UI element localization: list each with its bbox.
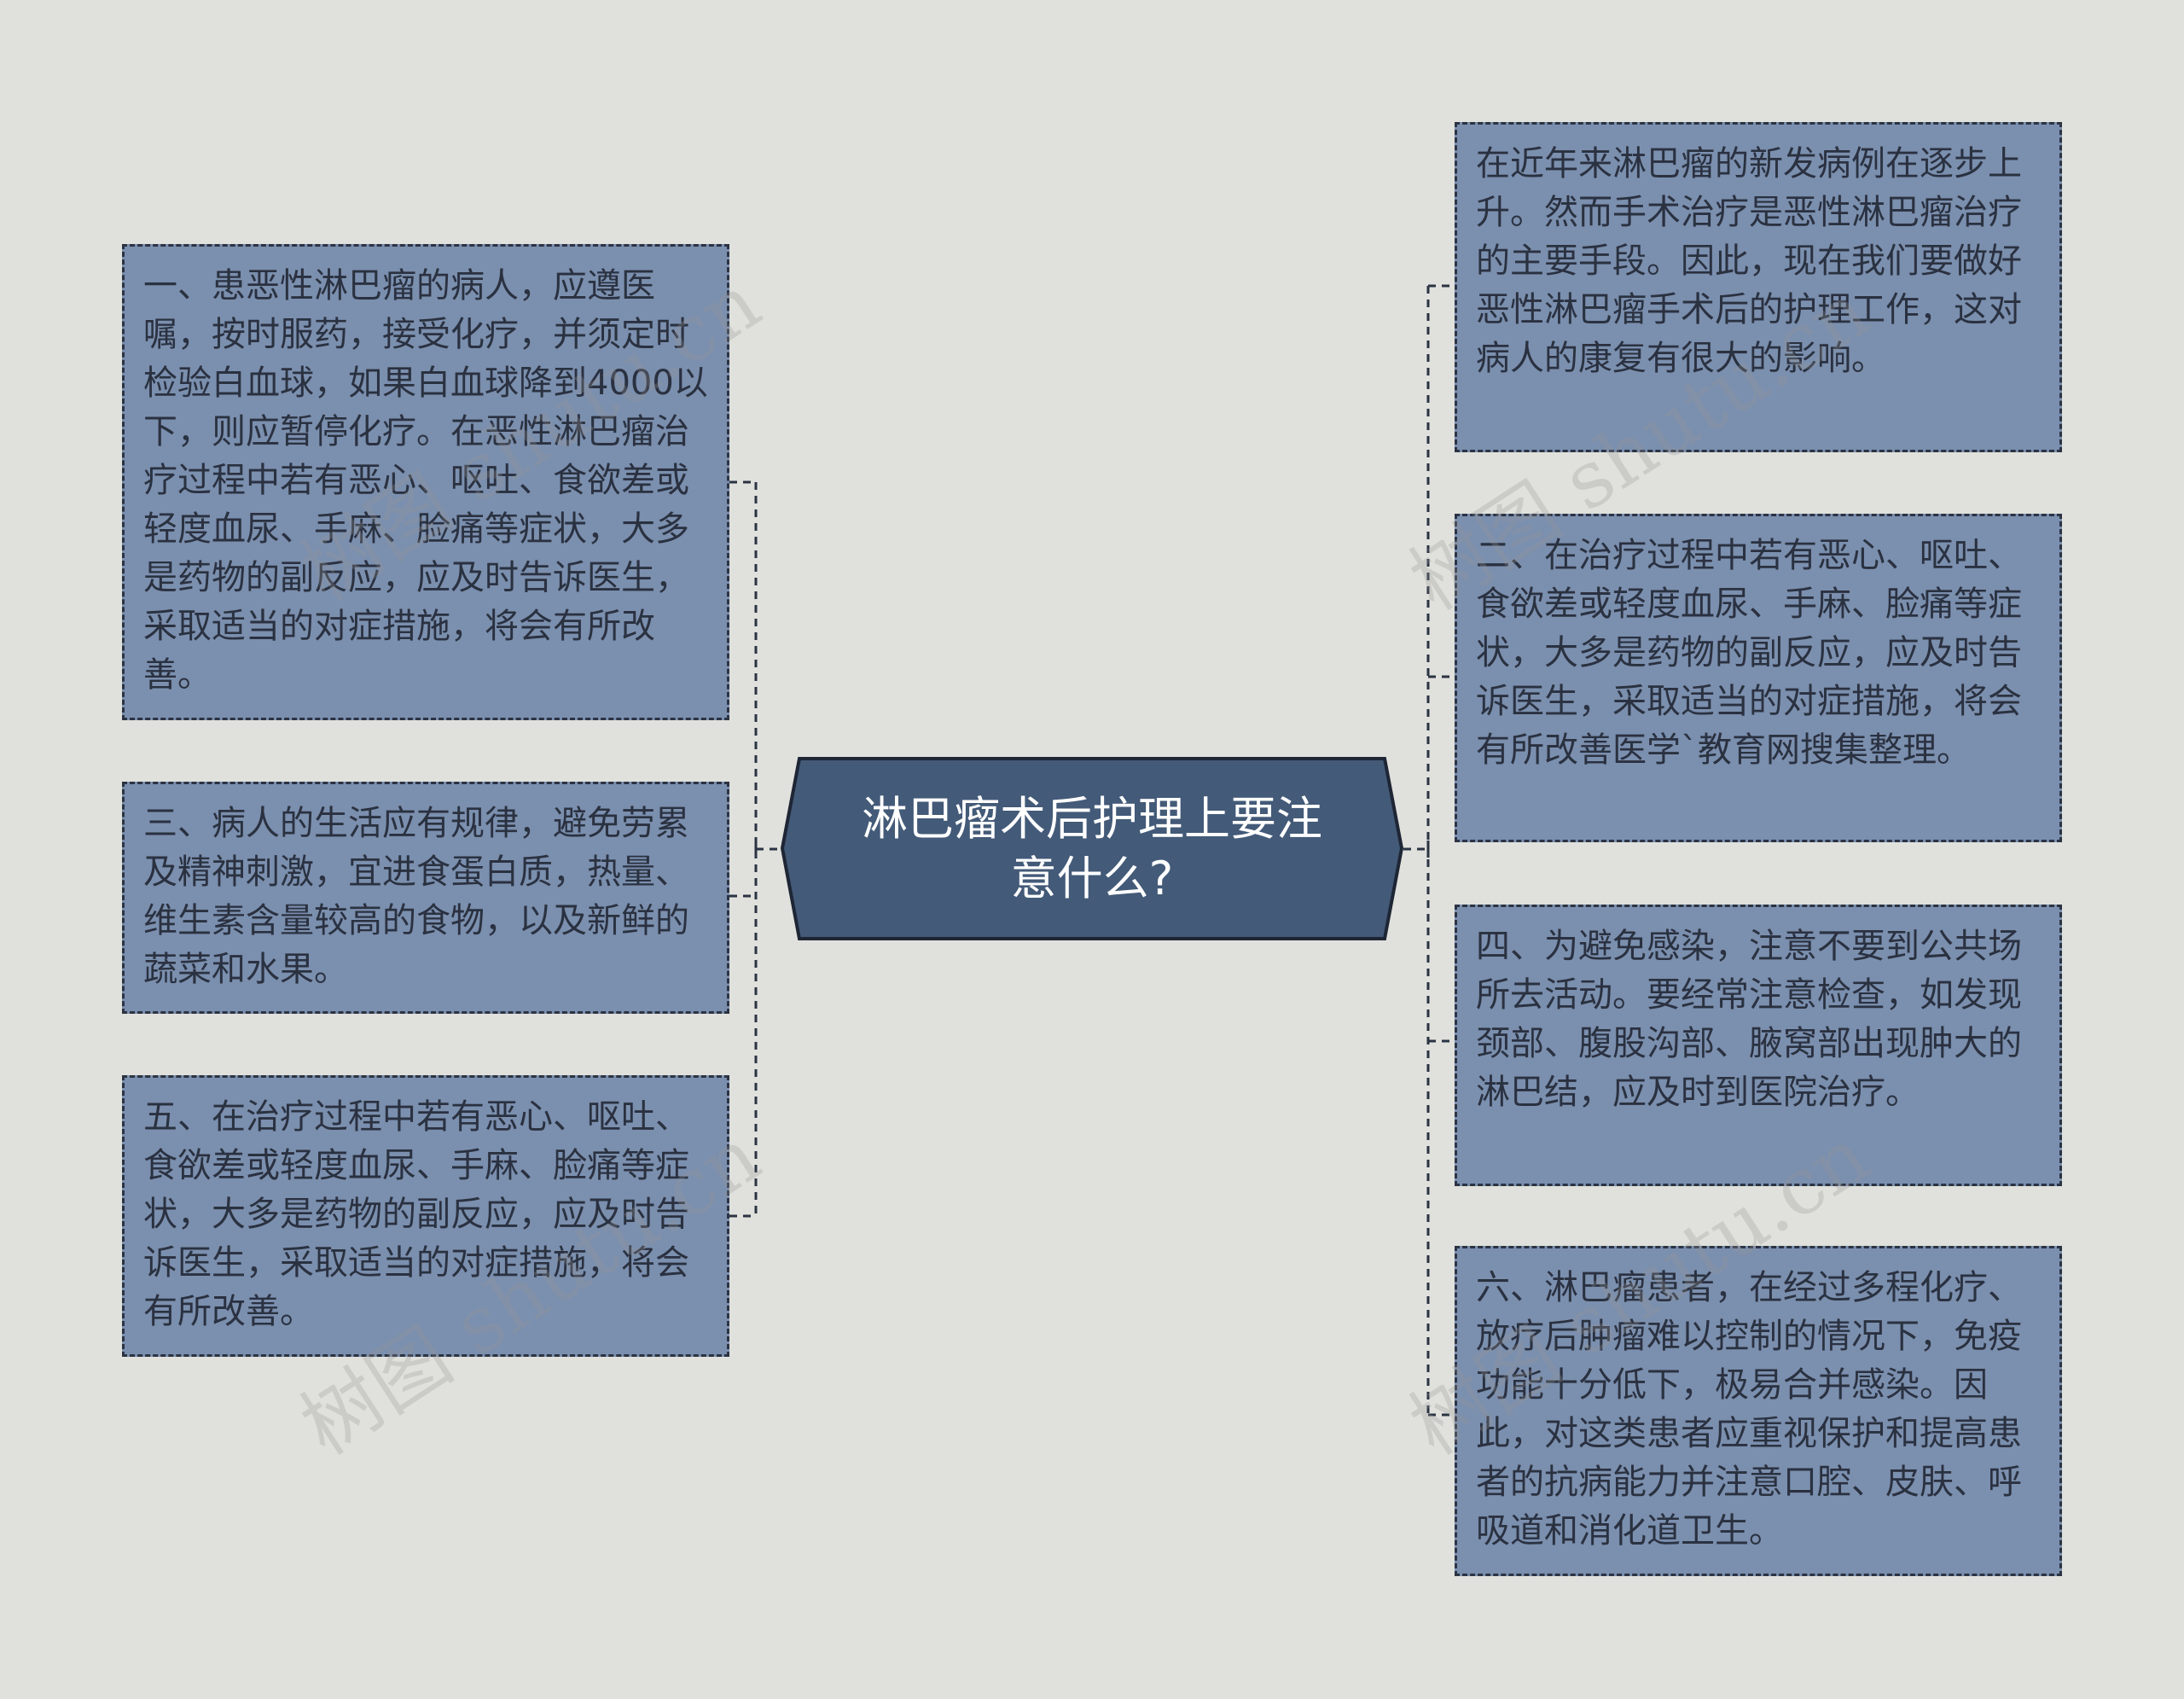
central-topic-shape: [781, 757, 1403, 940]
node-right-4[interactable]: 四、为避免感染，注意不要到公共场所去活动。要经常注意检查，如发现颈部、腹股沟部、…: [1455, 905, 2062, 1186]
central-topic-title: 淋巴瘤术后护理上要注意什么?: [862, 791, 1322, 905]
node-left-5[interactable]: 五、在治疗过程中若有恶心、呕吐、食欲差或轻度血尿、手麻、脸痛等症状，大多是药物的…: [122, 1075, 729, 1357]
central-topic[interactable]: 淋巴瘤术后护理上要注意什么?: [781, 757, 1403, 940]
node-left-3[interactable]: 三、病人的生活应有规律，避免劳累及精神刺激，宜进食蛋白质，热量、维生素含量较高的…: [122, 782, 729, 1014]
node-right-intro[interactable]: 在近年来淋巴瘤的新发病例在逐步上升。然而手术治疗是恶性淋巴瘤治疗的主要手段。因此…: [1455, 122, 2062, 452]
node-left-1[interactable]: 一、患恶性淋巴瘤的病人，应遵医嘱，按时服药，接受化疗，并须定时检验白血球，如果白…: [122, 244, 729, 720]
node-right-2[interactable]: 二、在治疗过程中若有恶心、呕吐、食欲差或轻度血尿、手麻、脸痛等症状，大多是药物的…: [1455, 514, 2062, 842]
node-right-6[interactable]: 六、淋巴瘤患者，在经过多程化疗、放疗后肿瘤难以控制的情况下，免疫功能十分低下，极…: [1455, 1246, 2062, 1576]
